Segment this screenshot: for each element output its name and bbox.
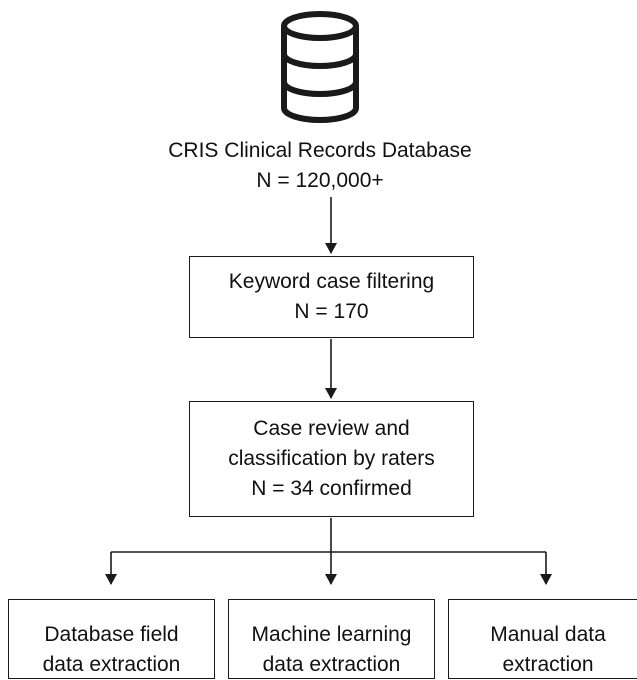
database-field-extraction-box: Database field data extraction [8, 599, 215, 679]
output-label-line1: Database field [44, 623, 179, 646]
database-caption: CRIS Clinical Records Database N = 120,0… [130, 136, 510, 196]
filtering-title: Keyword case filtering [228, 270, 435, 293]
output-label-line1: Machine learning [251, 623, 412, 646]
manual-extraction-box: Manual data extraction [448, 599, 637, 679]
database-count: N = 120,000+ [256, 169, 384, 192]
output-label-line2: extraction [502, 653, 594, 676]
output-label-line2: data extraction [42, 653, 181, 676]
review-count: N = 34 confirmed [251, 477, 412, 500]
keyword-filtering-box: Keyword case filtering N = 170 [189, 256, 474, 338]
filtering-count: N = 170 [294, 300, 369, 323]
output-label-line2: data extraction [262, 653, 401, 676]
database-name: CRIS Clinical Records Database [168, 139, 472, 162]
review-title-line2: classification by raters [228, 447, 435, 470]
case-review-box: Case review and classification by raters… [189, 401, 474, 517]
database-icon [281, 11, 359, 123]
review-title-line1: Case review and [253, 417, 410, 440]
output-label-line1: Manual data [490, 623, 606, 646]
machine-learning-extraction-box: Machine learning data extraction [228, 599, 435, 679]
